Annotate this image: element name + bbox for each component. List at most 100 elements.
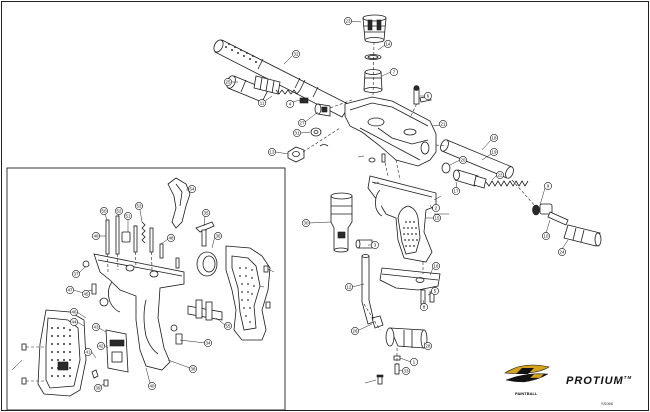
callout-inset-48: 48 [167,234,175,242]
callout-circle [490,148,498,156]
callout-circle [490,134,498,142]
callout-inset-34: 34 [204,339,212,347]
callout-inset-35: 35 [202,209,210,217]
callout-top-14: 14 [384,40,392,48]
callout-inset-44: 44 [70,318,78,326]
callout-circle [424,92,432,100]
callout-label: 44 [72,320,77,325]
callout-inset-43: 43 [92,323,100,331]
callout-label: 25 [226,80,231,85]
callout-top-5: 5 [431,287,439,295]
callout-circle [410,358,418,366]
trademark-mark: TM [624,375,633,380]
callout-label: 43 [94,325,99,330]
callout-circle [70,308,78,316]
callout-top-16: 16 [432,262,440,270]
callout-label: 11 [260,101,265,106]
callout-label: 28 [426,344,431,349]
small-parts [82,221,223,345]
callout-label: 47 [68,288,73,293]
callout-top-26: 26 [351,327,359,335]
callout-label: 21 [441,122,446,127]
board-parts [105,215,180,273]
callout-circle [204,339,212,347]
callout-circle [433,214,441,222]
callout-circle [188,185,196,193]
trigger-frame-part [367,153,437,263]
callout-circle [82,290,90,298]
callout-circle [432,204,440,212]
callout-top-28: 28 [424,342,432,350]
callout-label: 16 [434,264,439,269]
callout-label: 18 [492,136,497,141]
callout-circle [258,99,266,107]
callout-circle [66,286,74,294]
callout-inset-41: 41 [84,348,92,356]
callout-top-1: 1 [410,358,418,366]
callout-circle [496,171,504,179]
callout-top-25: 25 [224,78,232,86]
callout-top-12: 12 [345,283,353,291]
callout-top-7: 7 [390,68,398,76]
callout-inset-55: 55 [224,322,232,330]
feed-neck-part [362,14,387,99]
callout-label: 30 [304,221,309,226]
callout-label: 46 [72,310,77,315]
callout-top-9: 9 [544,182,552,190]
callout-label: 13 [270,150,275,155]
callout-inset-54: 54 [188,185,196,193]
callout-top-23: 23 [344,17,352,25]
callout-circle [390,68,398,76]
callout-circle [92,232,100,240]
callout-label: 32 [294,52,299,57]
body-part [329,96,437,167]
callout-top-21: 21 [439,120,447,128]
callout-circle [224,322,232,330]
callout-top-18: 18 [490,134,498,142]
callout-label: 51 [126,214,131,219]
callout-top-24: 24 [558,248,566,256]
callout-top-11: 11 [258,99,266,107]
detent-part [409,85,420,119]
callout-label: 1 [413,360,416,365]
callout-circle [431,287,439,295]
callout-circle [351,327,359,335]
callout-label: 45 [84,292,89,297]
product-name-text: PROTIUM [566,375,624,387]
callout-label: 26 [353,329,358,334]
callout-label: 38 [191,367,196,372]
callout-circle [70,318,78,326]
callout-top-22: 22 [496,171,504,179]
callout-circle [214,232,222,240]
callout-circle [124,212,132,220]
left-grip-panel [21,309,87,397]
callout-circle [97,342,105,350]
callout-circle [558,248,566,256]
callout-label: 40 [150,384,155,389]
callout-circle [224,78,232,86]
callout-label: 7 [393,70,396,75]
inset-frame [6,167,286,411]
inset-frame-part [93,253,185,371]
callout-circle [92,323,100,331]
callout-circle [345,283,353,291]
callout-inset-46: 46 [70,308,78,316]
callout-circle [135,202,143,210]
callout-inset-51: 51 [124,212,132,220]
callout-top-13: 13 [268,148,276,156]
callout-top-8: 8 [420,303,428,311]
callout-circle [268,148,276,156]
callout-inset-49: 49 [92,232,100,240]
callout-label: 8 [423,305,426,310]
product-name: PROTIUMTM [566,375,632,387]
callout-label: 33 [404,369,409,374]
callout-circle [202,209,210,217]
callout-top-2: 2 [432,204,440,212]
callout-inset-50: 50 [100,207,108,215]
callout-label: 23 [346,19,351,24]
callout-label: 36 [216,234,221,239]
callout-circle [292,50,300,58]
callout-label: 49 [94,234,99,239]
